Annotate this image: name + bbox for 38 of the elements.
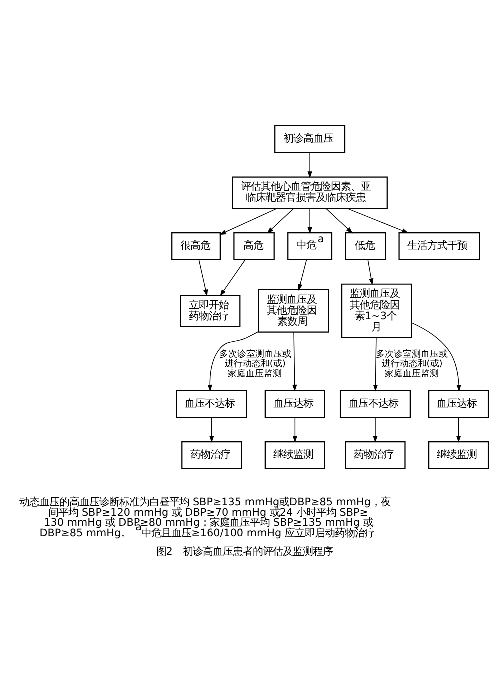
arrow xyxy=(220,208,278,236)
node-box: 继续监测 xyxy=(428,441,490,470)
arrow xyxy=(298,260,308,292)
arrow xyxy=(373,338,378,392)
arrow xyxy=(208,332,259,392)
edge-label: 多次诊室测血压或进行动态和(或)家庭血压监测 xyxy=(219,350,292,380)
node-box: 监测血压及其他危险因素数周 xyxy=(258,289,330,333)
arrow xyxy=(292,332,298,392)
arrow xyxy=(368,260,374,286)
arrow xyxy=(308,152,312,178)
node-box: 血压不达标 xyxy=(340,390,411,418)
node-box: 立即开始药物治疗 xyxy=(180,294,241,328)
arrow xyxy=(210,417,214,443)
node-box: 药物治疗 xyxy=(182,441,242,470)
node-box: 初诊高血压 xyxy=(274,125,346,154)
node-box: 很高危 xyxy=(172,232,221,260)
node-box: 血压达标 xyxy=(264,390,326,418)
arrow xyxy=(220,260,246,296)
node-box: 评估其他心血管危险因素、亚临床靶器官损害及临床疾患 xyxy=(232,176,388,210)
node-box: 监测血压及其他危险因素1~3个月 xyxy=(341,284,412,338)
node-box: 血压达标 xyxy=(428,390,490,418)
arrow xyxy=(346,208,409,234)
arrow xyxy=(373,417,378,443)
arrow xyxy=(456,417,462,443)
arrow xyxy=(326,208,353,234)
node-box: 继续监测 xyxy=(264,441,326,470)
caption: 图2 初诊高血压患者的评估及监测程序 xyxy=(156,546,333,558)
arrow xyxy=(198,260,208,297)
node-box: 生活方式干预 xyxy=(398,232,480,260)
node-box: 高危 xyxy=(234,232,275,260)
arrow xyxy=(308,208,312,234)
arrow xyxy=(292,417,298,443)
arrow xyxy=(412,322,462,392)
arrow xyxy=(267,208,294,234)
node-box: 血压不达标 xyxy=(176,390,248,418)
node-box: 低危 xyxy=(345,232,386,260)
edge-label: 多次诊室测血压或进行动态和(或)家庭血压监测 xyxy=(376,350,448,380)
node-box: 药物治疗 xyxy=(345,441,406,470)
